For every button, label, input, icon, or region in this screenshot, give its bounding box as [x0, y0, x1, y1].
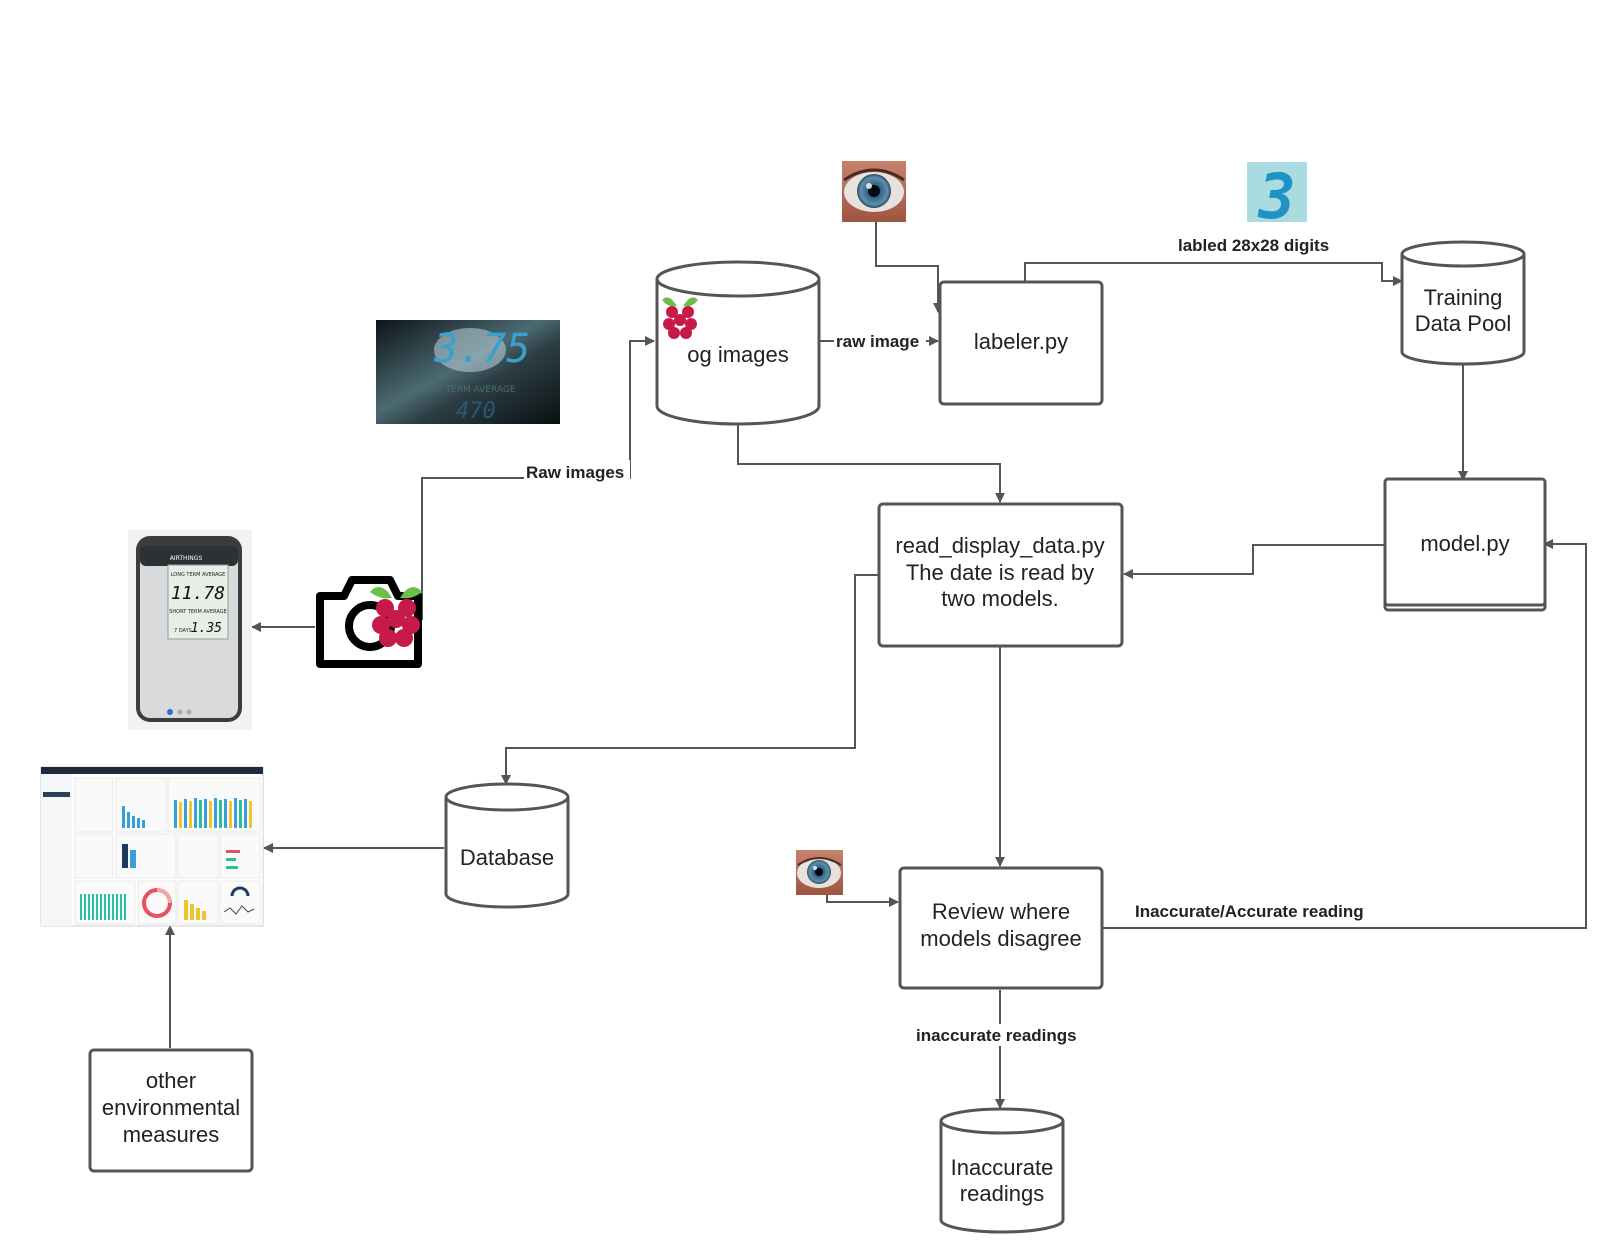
label-raw-image: raw image [836, 332, 919, 351]
node-database-label: Database [460, 845, 554, 870]
node-inaccurate-label-1: Inaccurate [951, 1155, 1054, 1180]
node-read-label-1: read_display_data.py [895, 533, 1104, 558]
node-model[interactable]: model.py [1383, 477, 1547, 612]
lcd-digits: 3.75 [433, 326, 530, 372]
node-other-environmental[interactable]: other environmental measures [88, 1048, 254, 1173]
node-model-label: model.py [1420, 531, 1509, 556]
node-labeler-label: labeler.py [974, 329, 1068, 354]
radon-meter-photo: AIRTHINGS LONG TERM AVERAGE 11.78 SHORT … [128, 530, 252, 730]
node-database[interactable]: Database [444, 782, 570, 909]
node-other-label-2: environmental [102, 1095, 240, 1120]
node-review-label-1: Review where [932, 899, 1070, 924]
label-raw-images: Raw images [526, 463, 624, 482]
node-og-images-label: og images [687, 342, 789, 367]
digit-thumbnail-value: 3 [1257, 160, 1295, 233]
edge-og-images-to-read [737, 424, 1005, 503]
digit-thumbnail: 3 [1247, 160, 1307, 233]
label-labeled-digits: labled 28x28 digits [1178, 236, 1329, 255]
edge-labeler-to-training [1024, 262, 1403, 286]
eye-icon [796, 850, 843, 895]
eye-icon [842, 161, 906, 222]
node-training-label-1: Training [1424, 285, 1503, 310]
node-other-label-3: measures [123, 1122, 220, 1147]
lcd-display-photo: 3.75 SHORT TERM AVERAGE 470 [376, 320, 560, 424]
raspberry-pi-icon [370, 587, 422, 647]
lcd-sub: 470 [456, 399, 496, 424]
node-review-label-2: models disagree [920, 926, 1081, 951]
meter-brand: AIRTHINGS [170, 555, 203, 562]
edges [165, 222, 1587, 1109]
node-other-label-1: other [146, 1068, 196, 1093]
edge-review-to-model [1100, 539, 1587, 929]
edge-labels: Raw images raw image labled 28x28 digits… [524, 236, 1364, 1046]
meter-long-value: 11.78 [171, 583, 225, 604]
node-training-data-pool[interactable]: Training Data Pool [1400, 240, 1526, 366]
node-training-label-2: Data Pool [1415, 311, 1512, 336]
edge-eye-to-labeler [875, 222, 943, 313]
label-inaccurate-readings: inaccurate readings [916, 1026, 1077, 1045]
node-inaccurate-label-2: readings [960, 1181, 1044, 1206]
meter-days: 7 DAYS [174, 628, 192, 634]
dashboard-thumbnail [40, 766, 264, 927]
node-labeler[interactable]: labeler.py [938, 280, 1104, 406]
camera-icon[interactable] [316, 576, 422, 668]
meter-short-label: SHORT TERM AVERAGE [169, 609, 227, 615]
node-review[interactable]: Review where models disagree [898, 866, 1104, 990]
meter-long-label: LONG TERM AVERAGE [171, 572, 226, 578]
node-read-label-3: two models. [941, 586, 1058, 611]
label-accuracy-feedback: Inaccurate/Accurate reading [1135, 902, 1364, 921]
raspberry-pi-icon [662, 297, 698, 339]
edge-model-to-read [1123, 544, 1384, 579]
node-read-display[interactable]: read_display_data.py The date is read by… [877, 502, 1124, 648]
edge-read-to-database [501, 574, 878, 785]
node-inaccurate-readings[interactable]: Inaccurate readings [939, 1107, 1065, 1234]
lcd-caption: SHORT TERM AVERAGE [412, 385, 516, 395]
meter-short-value: 1.35 [191, 621, 222, 636]
node-read-label-2: The date is read by [906, 560, 1094, 585]
node-og-images[interactable]: og images [655, 260, 821, 426]
